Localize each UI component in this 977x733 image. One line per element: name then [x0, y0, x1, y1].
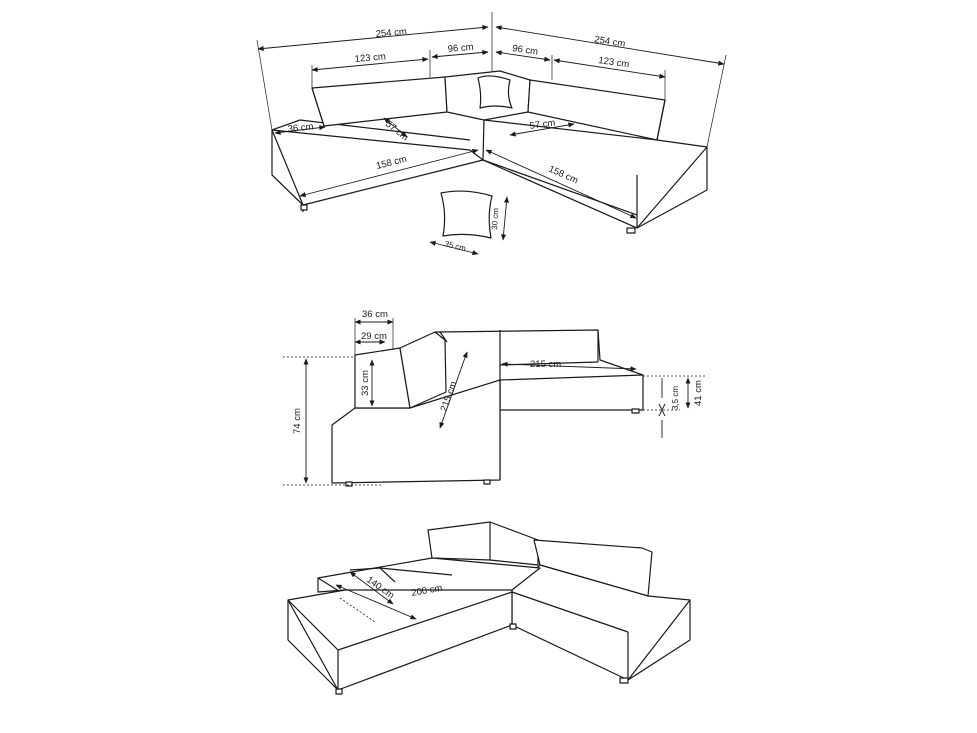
label-armrest: 36 cm	[287, 121, 314, 135]
label-right-corner: 96 cm	[512, 43, 539, 58]
label-right-seat-depth: 57 cm	[529, 117, 556, 132]
bed-foot-mid	[509, 623, 517, 630]
dim-line-left-total	[257, 25, 489, 51]
foot-back-right	[631, 408, 640, 414]
dim-line-bed-length	[335, 584, 417, 620]
foot-front-left	[345, 481, 353, 487]
top-view: 254 cm 254 cm 123 cm 96 cm 96 cm 123 cm …	[256, 12, 727, 256]
bed-foot-left	[335, 688, 343, 695]
label-left-corner: 96 cm	[447, 42, 474, 55]
dim-line-left-length	[439, 351, 468, 429]
label-right-back: 123 cm	[598, 55, 630, 70]
dim-line-right-seat-depth	[509, 122, 575, 137]
dim-line-right-back	[553, 58, 666, 79]
foot-left	[300, 204, 308, 211]
dim-line-pillow-width	[429, 240, 479, 256]
dim-line-right-total	[495, 25, 725, 66]
dim-line-armrest	[274, 125, 326, 135]
corner-pillow-icon	[477, 75, 513, 109]
dim-line-right-length	[501, 361, 637, 372]
dim-line-left-back	[311, 57, 429, 72]
label-left-seat-depth: 57 cm	[383, 119, 410, 144]
bed-right-backrest	[533, 539, 653, 597]
right-wing-base	[482, 119, 708, 229]
left-backrest	[311, 76, 448, 127]
label-left-total: 254 cm	[375, 26, 407, 40]
label-pillow-height: 30 cm	[490, 207, 501, 230]
bed-foot-right	[619, 677, 629, 684]
side-view: 36 cm 29 cm 33 cm 74 cm 215 cm 215 cm 41…	[283, 309, 705, 487]
label-armrest-inner: 29 cm	[361, 331, 387, 342]
dim-line-pillow-height	[501, 196, 509, 241]
label-right-length: 215 cm	[530, 359, 561, 370]
label-bed-length: 200 cm	[411, 583, 444, 599]
dim-line-left-seat-depth	[383, 117, 408, 138]
label-armrest-outer: 36 cm	[362, 309, 388, 320]
foot-right	[626, 227, 636, 234]
label-leg-height: 3,5 cm	[671, 386, 680, 410]
label-right-total: 254 cm	[594, 34, 627, 50]
bed-view: 140 cm 200 cm	[287, 521, 691, 695]
loose-pillow-icon	[440, 190, 493, 239]
label-armrest-height: 33 cm	[360, 370, 371, 396]
dim-line-left-front	[299, 148, 479, 198]
bed-back-corner	[427, 521, 539, 566]
right-wing-side	[636, 147, 708, 229]
dim-line-right-front	[485, 149, 637, 219]
label-left-back: 123 cm	[354, 51, 386, 65]
dim-line-left-corner	[431, 49, 489, 60]
label-seat-height: 41 cm	[693, 380, 704, 406]
label-total-height: 74 cm	[292, 408, 303, 434]
dim-line-right-corner	[495, 50, 551, 62]
foot-front-right	[483, 479, 491, 485]
label-pillow-width: 35 cm	[444, 239, 468, 253]
bed-left-block	[287, 589, 513, 691]
